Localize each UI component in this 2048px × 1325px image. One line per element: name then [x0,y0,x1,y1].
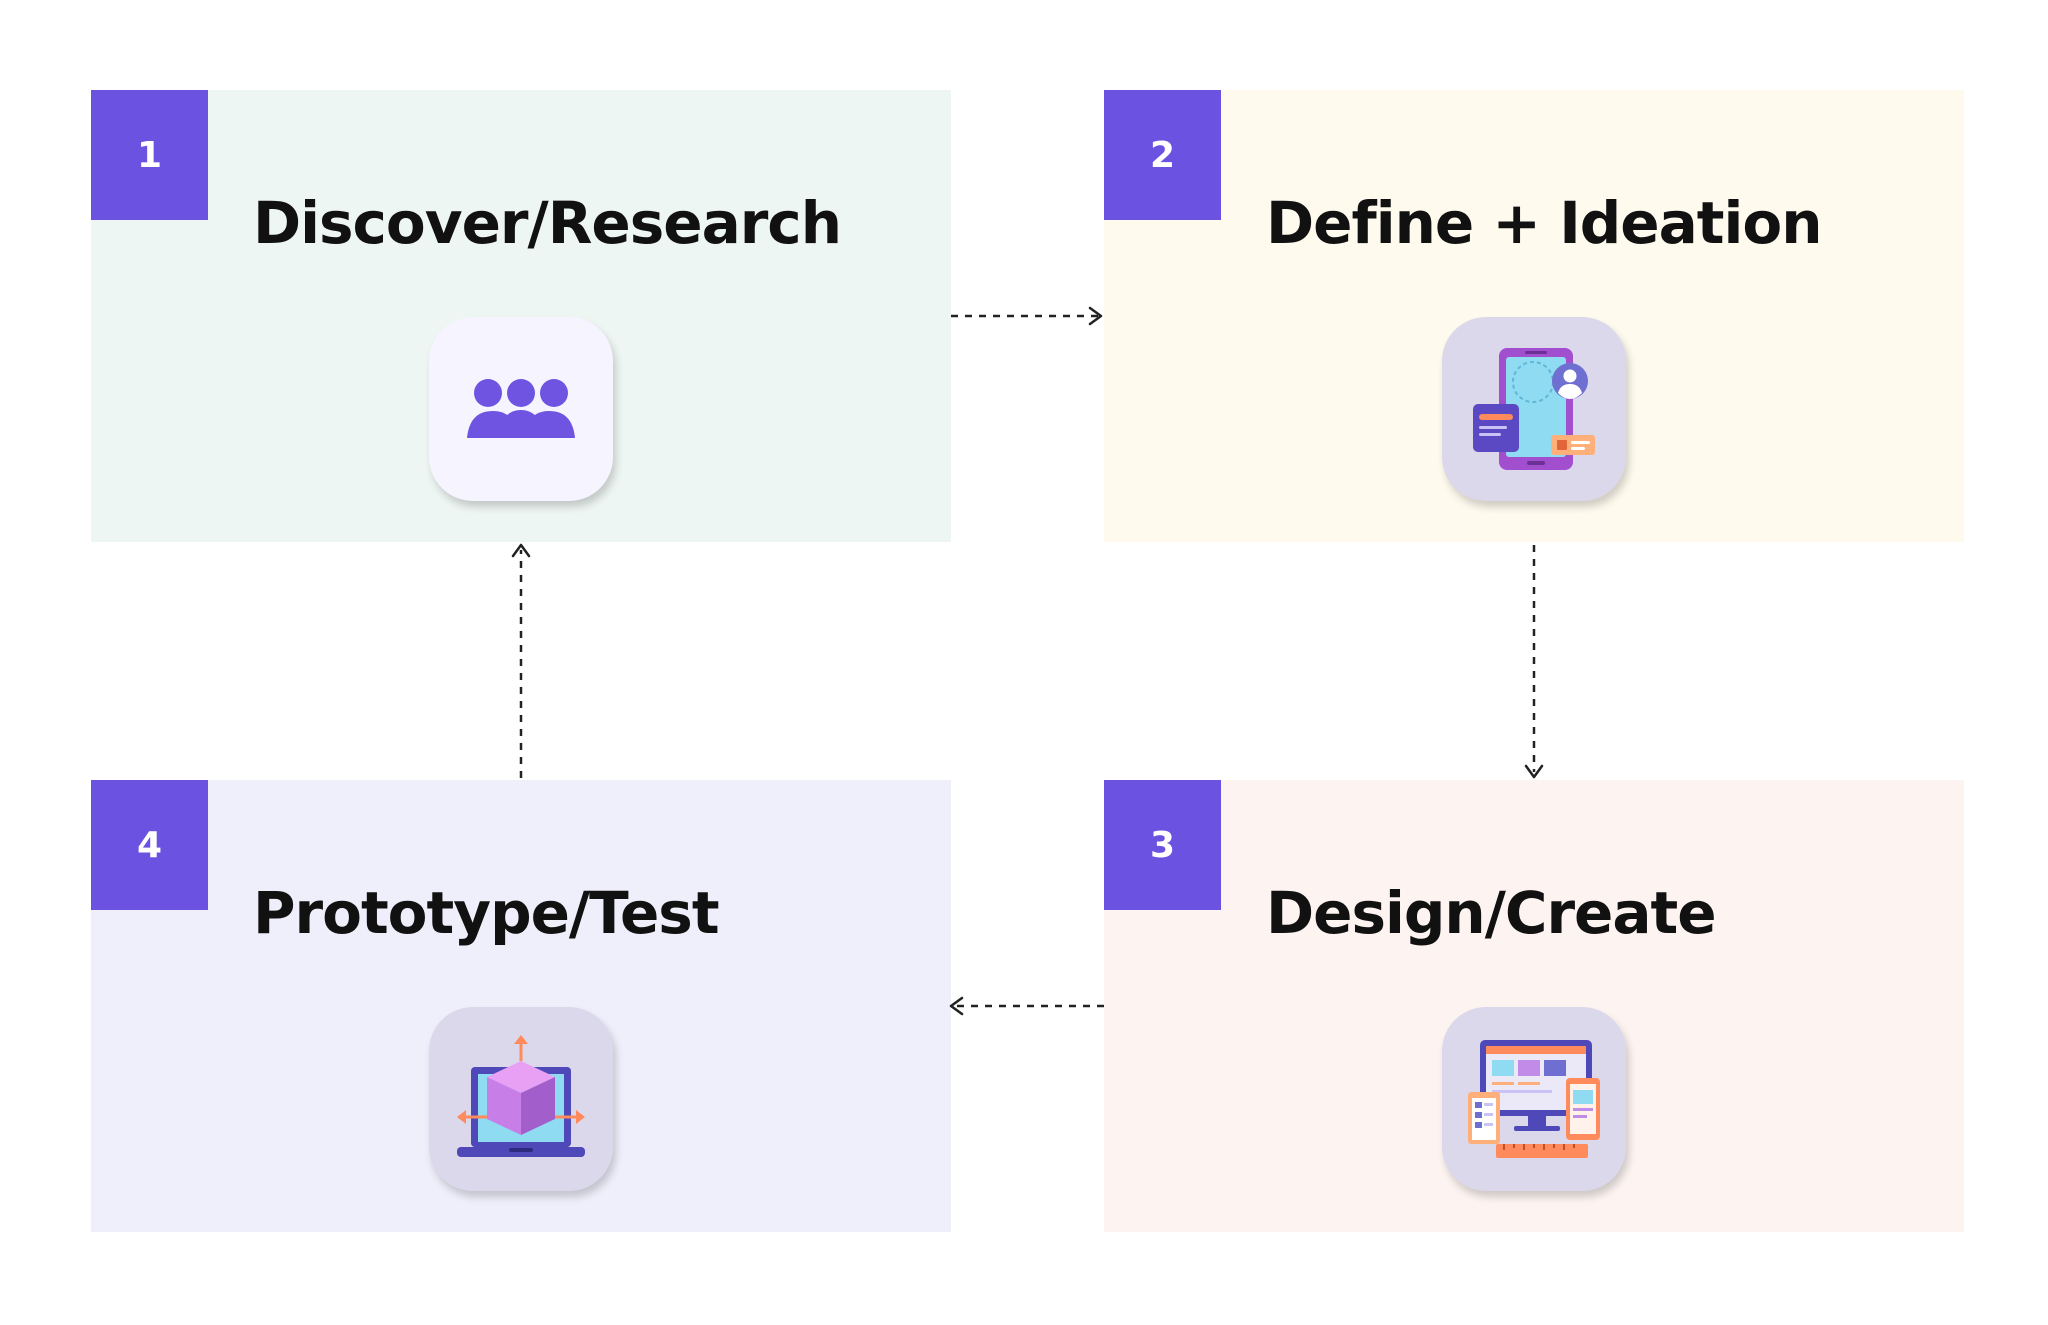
multi-device-design-icon [1442,1007,1626,1191]
step-number-badge: 3 [1104,780,1221,910]
mobile-ideation-icon [1442,317,1626,501]
step-number-badge: 4 [91,780,208,910]
step-title: Discover/Research [253,189,842,257]
laptop-cube-prototype-icon [429,1007,613,1191]
connector-4-to-1 [511,543,531,778]
step-title: Prototype/Test [253,879,720,947]
connector-2-to-3 [1524,545,1544,779]
step-card-define-ideation: 2 Define + Ideation [1104,90,1964,542]
step-number-badge: 1 [91,90,208,220]
step-title: Design/Create [1266,879,1717,947]
step-card-discover-research: 1 Discover/Research [91,90,951,542]
step-card-design-create: 3 Design/Create [1104,780,1964,1232]
users-group-icon [429,317,613,501]
connector-3-to-4 [949,996,1104,1016]
step-number-badge: 2 [1104,90,1221,220]
connector-1-to-2 [951,306,1103,326]
step-card-prototype-test: 4 Prototype/Test [91,780,951,1232]
step-title: Define + Ideation [1266,189,1823,257]
